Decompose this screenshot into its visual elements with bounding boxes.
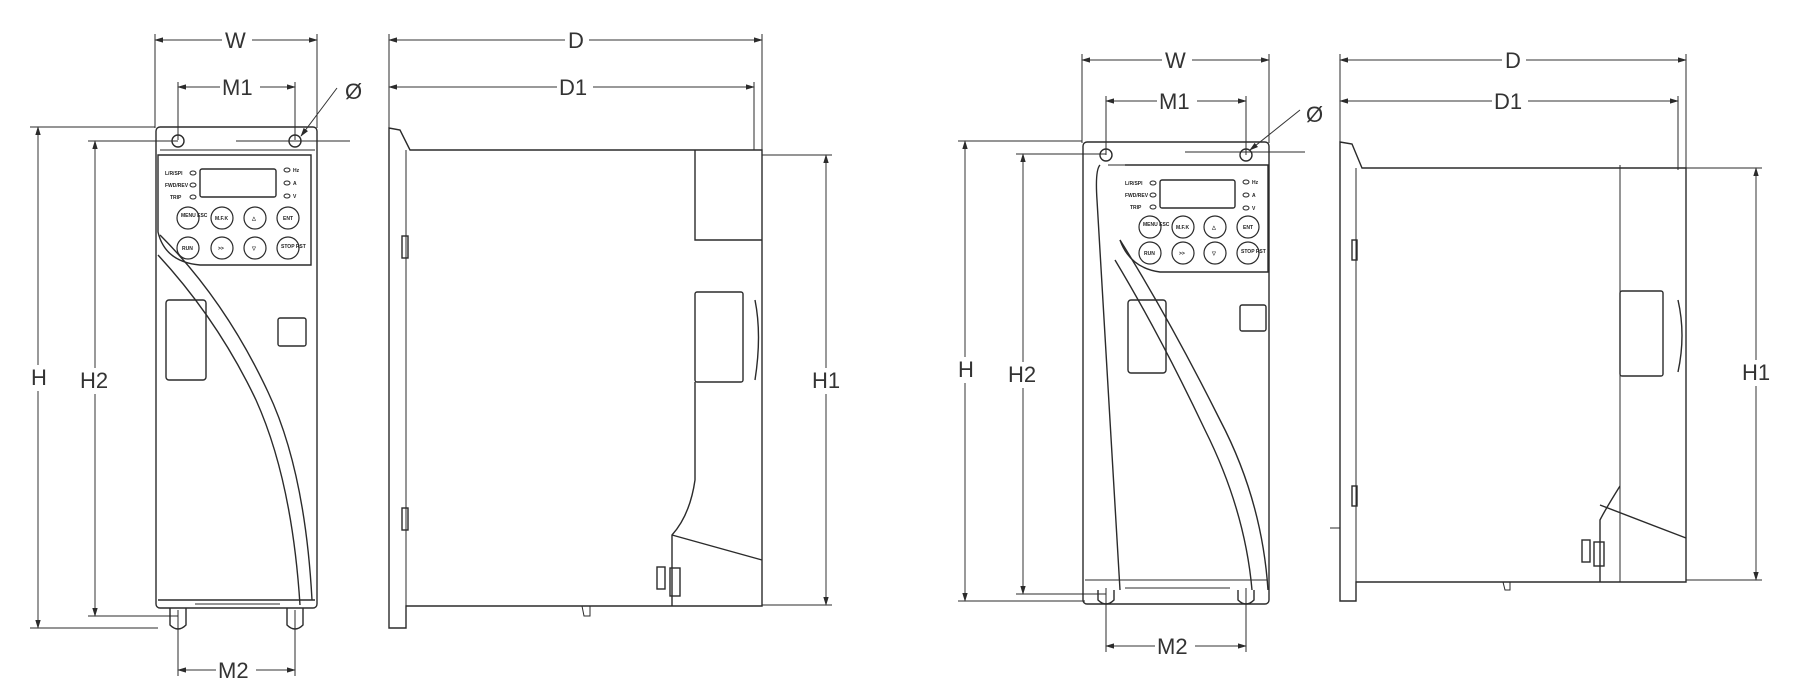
- unit-v-2: V: [1252, 206, 1256, 212]
- left-side-dimensions: D D1 H1: [388, 28, 846, 606]
- indicator-fwd-rev-2: FWD/REV: [1125, 193, 1149, 199]
- unit-hz: Hz: [293, 168, 300, 174]
- dim-m1-2: M1: [1159, 89, 1190, 114]
- unit-v: V: [293, 194, 297, 200]
- dim-m2: M2: [218, 658, 249, 683]
- left-front-dimensions: W M1 Ø H H2 M2: [28, 28, 362, 683]
- indicator-lr-spi-2: L/R/SPI: [1125, 181, 1143, 187]
- mfk-button: M.F.K: [215, 216, 228, 222]
- unit-hz-2: Hz: [1252, 180, 1259, 186]
- up-button: △: [251, 216, 256, 222]
- left-front-view: L/R/SPI FWD/REV TRIP Hz A V MENU ESC M.F…: [30, 34, 350, 676]
- stop-rst-button: STOP RST: [281, 244, 306, 250]
- right-front-dimensions: W M1 Ø H H2 M2: [955, 48, 1323, 659]
- right-side-dimensions: D D1 H1: [1339, 48, 1776, 581]
- down-button: ▽: [251, 246, 256, 252]
- right-front-view: L/R/SPI FWD/REV TRIP Hz A V MENU ESC M.F…: [958, 54, 1305, 652]
- up-button-2: △: [1211, 225, 1216, 231]
- dim-h: H: [31, 365, 47, 390]
- dim-h1-2: H1: [1742, 360, 1770, 385]
- dim-h2: H2: [80, 368, 108, 393]
- unit-a-2: A: [1252, 193, 1256, 199]
- shift-button: >>: [218, 246, 224, 252]
- dim-d1-2: D1: [1494, 89, 1522, 114]
- dim-h2-2: H2: [1008, 362, 1036, 387]
- indicator-trip-2: TRIP: [1130, 205, 1142, 211]
- dim-w: W: [225, 28, 246, 53]
- dim-phi-2: Ø: [1306, 102, 1323, 127]
- indicator-lr-spi: L/R/SPI: [165, 171, 183, 177]
- dim-phi: Ø: [345, 79, 362, 104]
- run-button: RUN: [182, 246, 193, 252]
- left-side-view: [388, 34, 832, 629]
- right-side-view: [1330, 54, 1762, 602]
- mfk-button-2: M.F.K: [1176, 225, 1189, 231]
- menu-esc-button-2: MENU ESC: [1143, 222, 1170, 228]
- indicator-fwd-rev: FWD/REV: [165, 183, 189, 189]
- dim-m1: M1: [222, 75, 253, 100]
- dim-w-2: W: [1165, 48, 1186, 73]
- run-button-2: RUN: [1144, 251, 1155, 257]
- dim-d1: D1: [559, 75, 587, 100]
- ent-button-2: ENT: [1243, 225, 1253, 231]
- unit-a: A: [293, 181, 297, 187]
- dim-h1: H1: [812, 368, 840, 393]
- ent-button: ENT: [283, 216, 293, 222]
- menu-esc-button: MENU ESC: [181, 213, 208, 219]
- down-button-2: ▽: [1211, 251, 1216, 257]
- indicator-trip: TRIP: [170, 195, 182, 201]
- dim-d: D: [568, 28, 584, 53]
- shift-button-2: >>: [1179, 251, 1185, 257]
- dim-m2-2: M2: [1157, 634, 1188, 659]
- dim-d-2: D: [1505, 48, 1521, 73]
- stop-rst-button-2: STOP RST: [1241, 249, 1266, 255]
- dim-h-2: H: [958, 357, 974, 382]
